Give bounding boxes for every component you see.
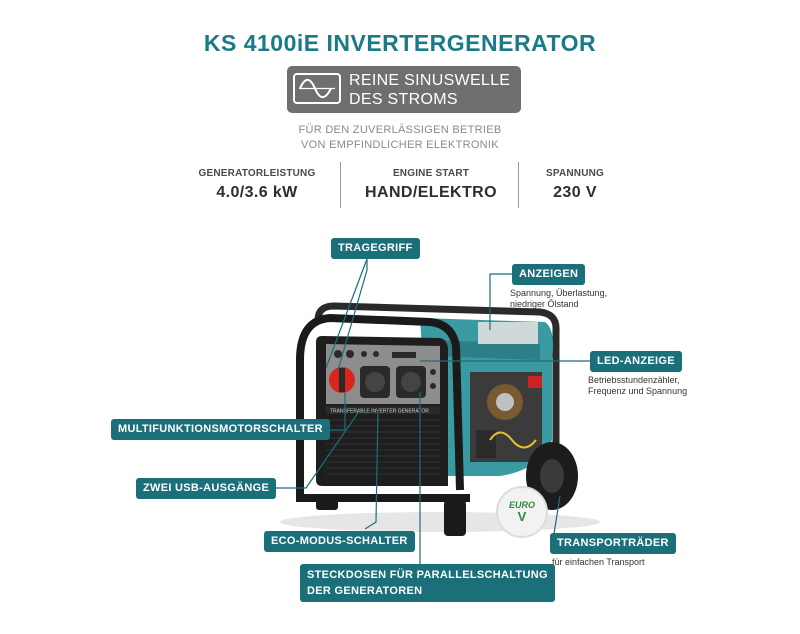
callout-transportraeder-note: für einfachen Transport [552,557,645,567]
callout-led-anzeige: LED-ANZEIGE [590,351,682,372]
note-line: Betriebsstundenzähler, [588,375,680,385]
callout-steckdosen: STECKDOSEN FÜR PARALLELSCHALTUNG DER GEN… [300,564,555,602]
callout-led-note: Betriebsstundenzähler, Frequenz und Span… [588,375,687,397]
spec-label: GENERATORLEISTUNG [198,168,316,179]
note-line: Frequenz und Spannung [588,386,688,396]
spec-value: 4.0/3.6 kW [216,184,298,201]
note-line: niedriger Ölstand [510,299,579,309]
spec-spannung: SPANNUNG 230 V [530,168,620,202]
callout-steckdosen-line2: DER GENERATOREN [307,585,423,597]
euro-badge-line2: V [517,509,527,524]
spec-value: 230 V [553,184,597,201]
callout-motorschalter: MULTIFUNKTIONSMOTORSCHALTER [111,419,330,440]
subtitle-line1: FÜR DEN ZUVERLÄSSIGEN BETRIEB [298,124,502,136]
callout-anzeigen-note: Spannung, Überlastung, niedriger Ölstand [510,288,607,310]
callout-steckdosen-line1: STECKDOSEN FÜR PARALLELSCHALTUNG [307,569,548,581]
sine-badge-line1: REINE SINUSWELLE [349,72,511,89]
page-title: KS 4100iE INVERTERGENERATOR [203,30,597,56]
callout-usb: ZWEI USB-AUSGÄNGE [136,478,277,499]
spec-generatorleistung: GENERATORLEISTUNG 4.0/3.6 kW [182,168,332,202]
euro-badge-line1: EURO [508,500,535,510]
sine-badge-line2: DES STROMS [349,91,458,108]
sine-wave-icon [293,73,341,104]
spec-label: SPANNUNG [545,168,605,179]
spec-label: ENGINE START [392,168,470,179]
callout-anzeigen: ANZEIGEN [512,264,586,285]
subtitle: FÜR DEN ZUVERLÄSSIGEN BETRIEB VON EMPFIN… [0,123,800,153]
note-line: Spannung, Überlastung, [510,288,608,298]
panel-label: TRANSFERABLE INVERTER GENERATOR [330,409,429,415]
callout-eco-modus: ECO-MODUS-SCHALTER [264,531,415,552]
callout-tragegriff: TRAGEGRIFF [331,238,420,259]
spec-divider [518,162,519,208]
spec-engine-start: ENGINE START HAND/ELEKTRO [352,168,510,202]
euro-v-badge-icon: EURO V [496,486,548,538]
callout-transportraeder: TRANSPORTRÄDER [550,533,676,554]
subtitle-line2: VON EMPFINDLICHER ELEKTRONIK [301,139,499,151]
sine-wave-badge: REINE SINUSWELLE DES STROMS [287,66,521,113]
spec-value: HAND/ELEKTRO [365,184,497,201]
spec-divider [340,162,341,208]
